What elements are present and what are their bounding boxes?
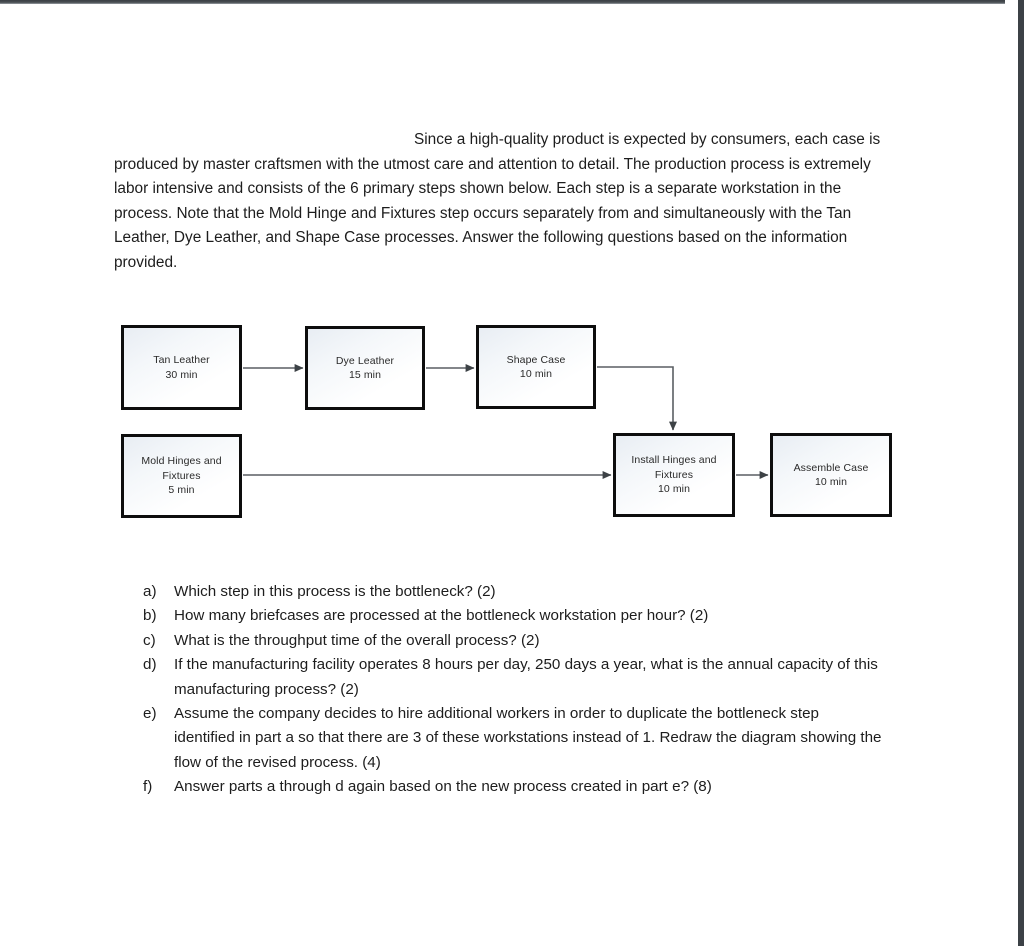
question-marker: c) xyxy=(143,631,156,649)
mold-hinges-time: 5 min xyxy=(168,484,195,497)
flow-box-label: Shape Case 10 min xyxy=(507,353,566,382)
install-hinges-name-line2: Fixtures xyxy=(654,468,694,481)
mold-hinges-name-line1: Mold Hinges and xyxy=(141,455,222,468)
question-item-a: a) Which step in this process is the bot… xyxy=(143,580,883,604)
question-text: How many briefcases are processed at the… xyxy=(174,607,709,625)
question-item-f: f) Answer parts a through d again based … xyxy=(143,775,883,799)
shape-case-time: 10 min xyxy=(519,368,553,380)
question-marker: a) xyxy=(143,583,157,600)
flow-box-assemble-case[interactable]: Assemble Case 10 min xyxy=(770,433,892,517)
mold-hinges-name-line2: Fixtures xyxy=(162,469,201,482)
flow-box-shape-case[interactable]: Shape Case 10 min xyxy=(476,325,596,409)
flow-box-label: Tan Leather 30 min xyxy=(153,353,210,382)
tan-leather-name: Tan Leather xyxy=(153,354,210,366)
question-text: What is the throughput time of the overa… xyxy=(174,631,540,649)
question-text: Which step in this process is the bottle… xyxy=(174,583,496,600)
assemble-case-name: Assemble Case xyxy=(793,461,869,474)
flow-box-label: Dye Leather 15 min xyxy=(336,354,394,383)
intro-paragraph: Since a high-quality product is expected… xyxy=(114,131,881,271)
question-marker: e) xyxy=(143,705,157,723)
question-item-c: c) What is the throughput time of the ov… xyxy=(143,629,883,653)
question-item-e: e) Assume the company decides to hire ad… xyxy=(143,702,883,775)
install-hinges-name-line1: Install Hinges and xyxy=(631,454,717,467)
flow-box-install-hinges-and-fixtures[interactable]: Install Hinges and Fixtures 10 min xyxy=(613,433,735,517)
tan-leather-time: 30 min xyxy=(165,368,198,381)
dye-leather-name: Dye Leather xyxy=(335,354,395,367)
install-hinges-time: 10 min xyxy=(657,483,691,496)
questions-list: a) Which step in this process is the bot… xyxy=(143,580,883,800)
question-text: Answer parts a through d again based on … xyxy=(174,778,712,796)
dye-leather-time: 15 min xyxy=(348,369,382,381)
flow-box-dye-leather[interactable]: Dye Leather 15 min xyxy=(305,326,425,410)
flow-box-mold-hinges-and-fixtures[interactable]: Mold Hinges and Fixtures 5 min xyxy=(121,434,242,518)
question-item-b: b) How many briefcases are processed at … xyxy=(143,604,883,628)
question-marker: b) xyxy=(143,607,157,625)
question-text: Assume the company decides to hire addit… xyxy=(174,705,882,771)
question-marker: d) xyxy=(143,656,157,674)
question-text: If the manufacturing facility operates 8… xyxy=(174,656,878,698)
assemble-case-time: 10 min xyxy=(814,476,848,488)
question-marker: f) xyxy=(143,778,153,796)
flow-box-label: Assemble Case 10 min xyxy=(794,461,869,490)
flow-box-label: Mold Hinges and Fixtures 5 min xyxy=(141,454,221,498)
window-top-edge xyxy=(0,0,1024,4)
question-item-d: d) If the manufacturing facility operate… xyxy=(143,653,883,702)
vertical-scrollbar[interactable] xyxy=(1018,0,1024,946)
flow-box-label: Install Hinges and Fixtures 10 min xyxy=(631,453,716,497)
flow-box-tan-leather[interactable]: Tan Leather 30 min xyxy=(121,325,242,410)
shape-case-name: Shape Case xyxy=(506,353,566,366)
window-right-edge xyxy=(1005,0,1024,946)
